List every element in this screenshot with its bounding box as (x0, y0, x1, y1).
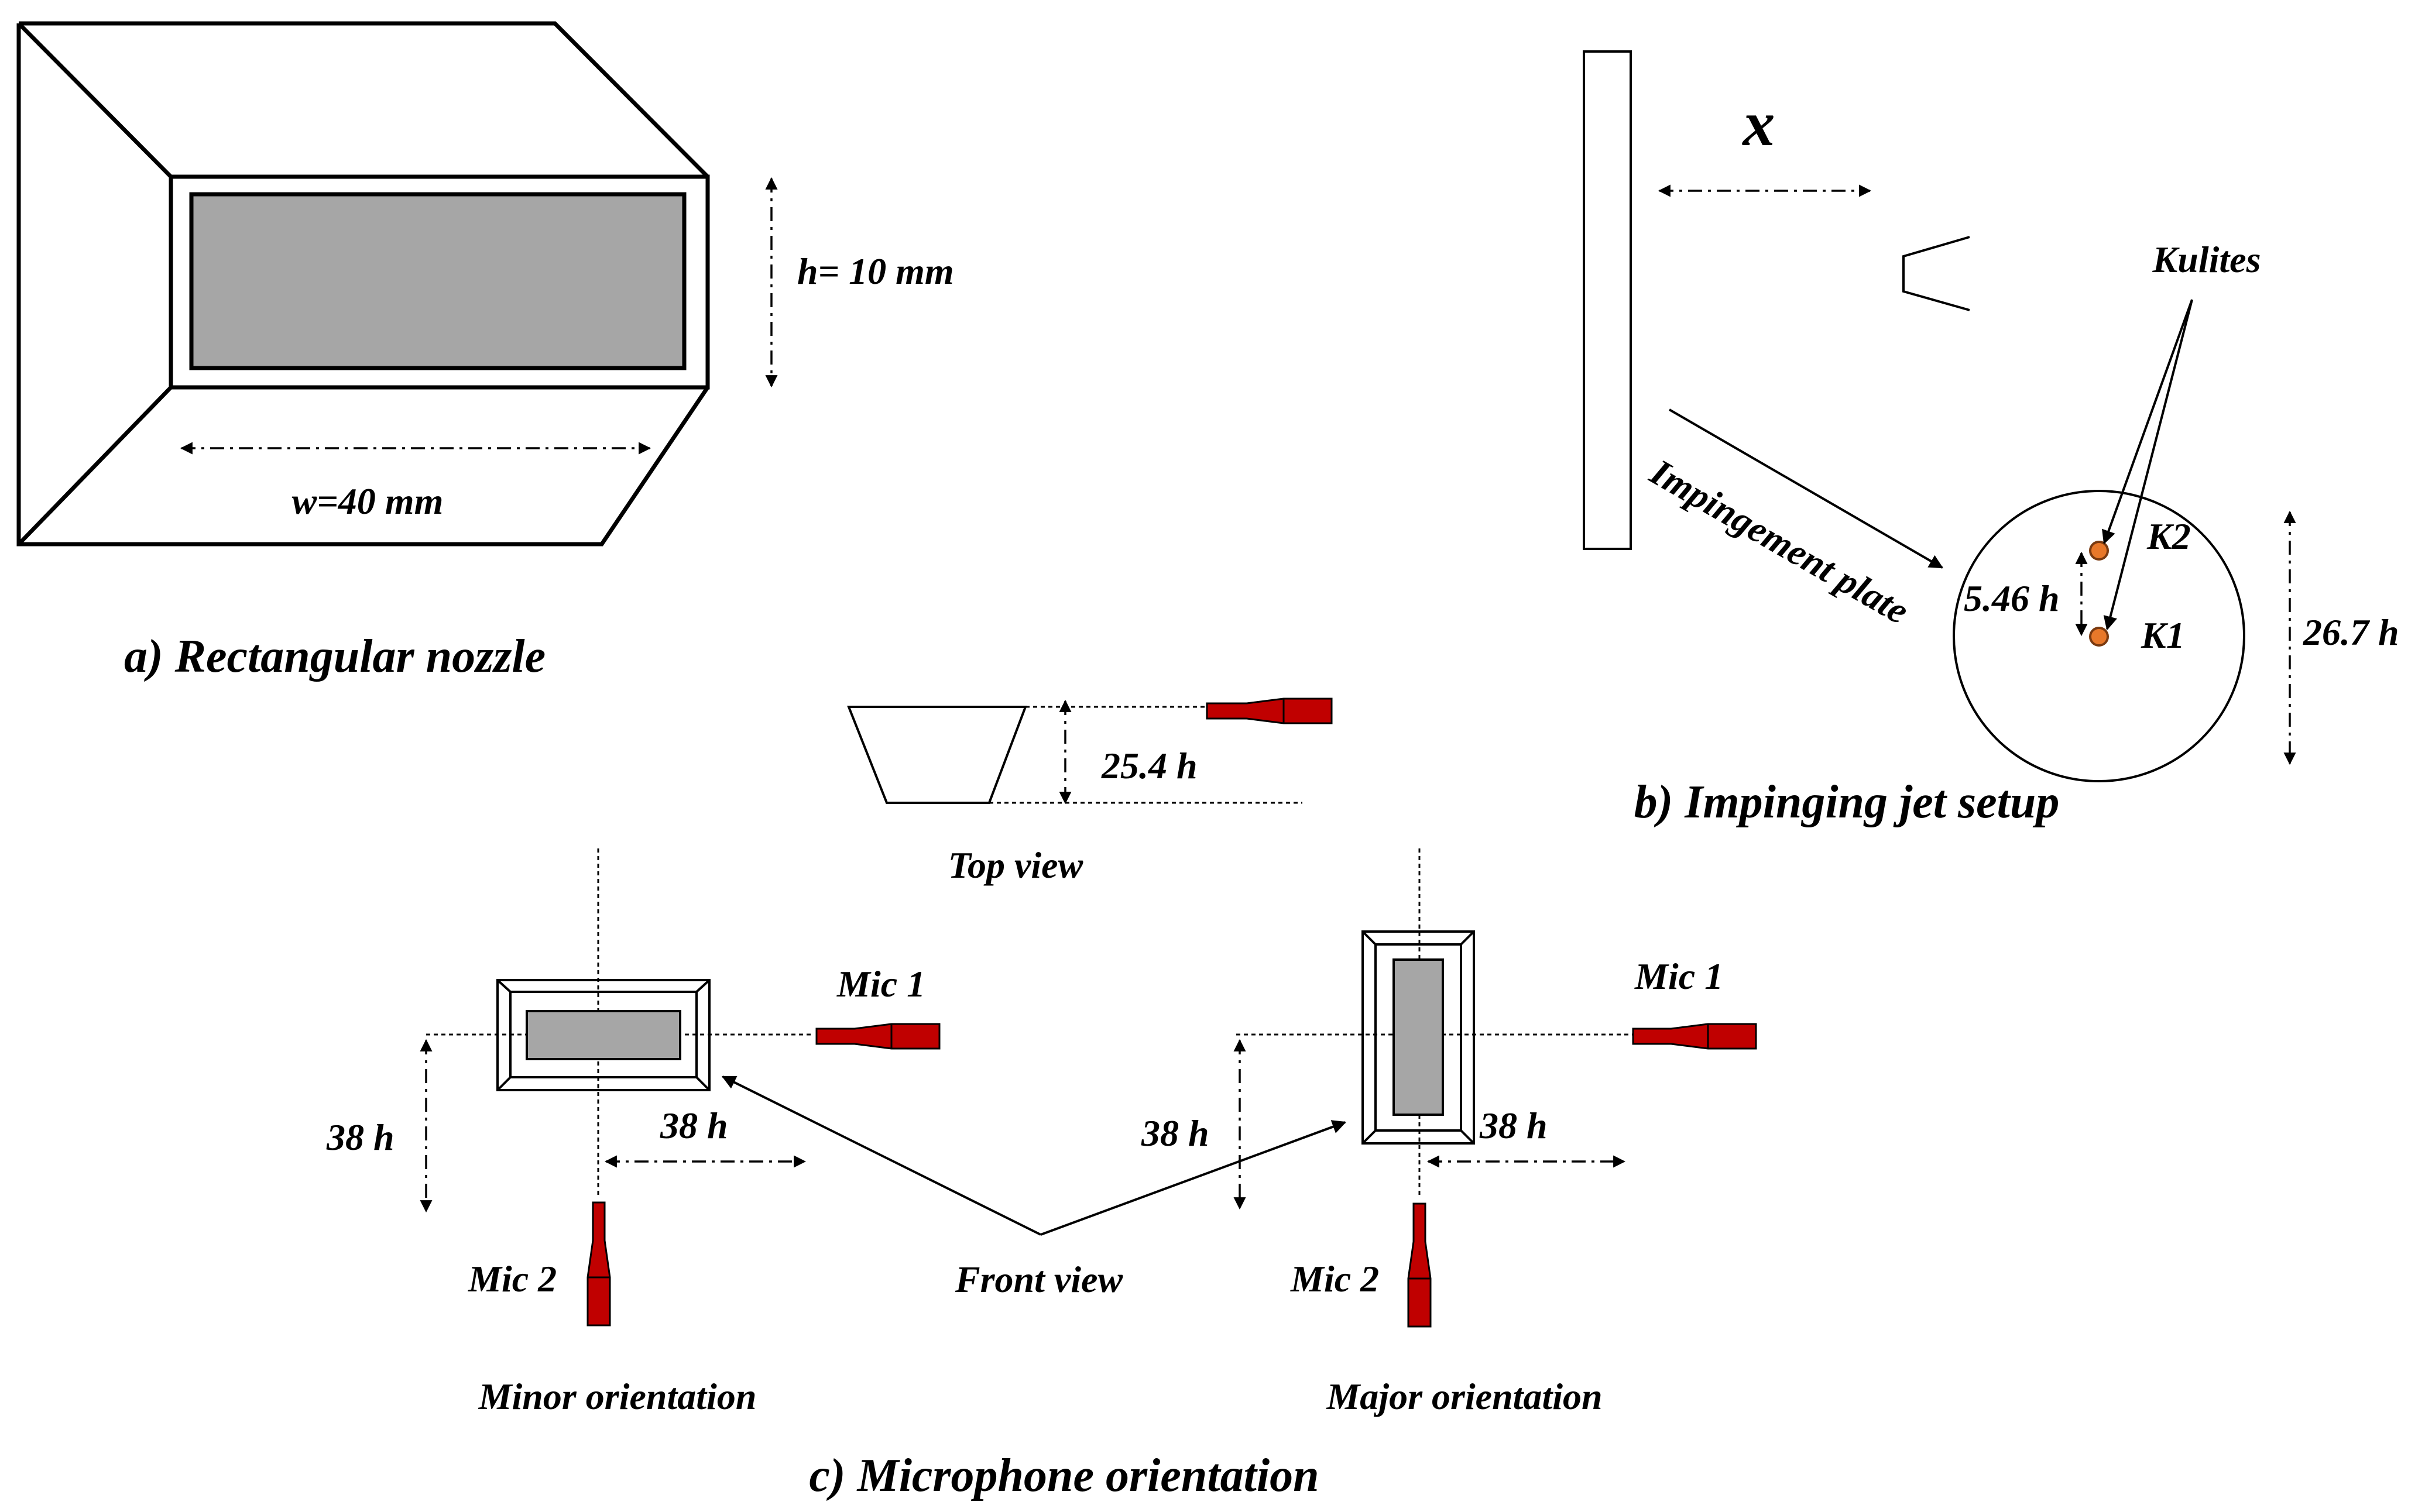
major-horizontal-distance-label: 38 h (1479, 1105, 1548, 1146)
sensor-spacing-label: 5.46 h (1964, 578, 2060, 619)
major-orientation-title: Major orientation (1326, 1376, 1602, 1417)
minor-orientation-title: Minor orientation (478, 1376, 757, 1417)
major-mic1-label: Mic 1 (1634, 956, 1723, 997)
minor-horizontal-distance-label: 38 h (660, 1105, 728, 1146)
caption-microphone-orientation: c) Microphone orientation (809, 1450, 1319, 1501)
minor-mic1 (815, 1023, 941, 1050)
impingement-plate-pointer (1668, 408, 1944, 569)
kulite-k2-sensor (2089, 541, 2109, 561)
kulites-label: Kulites (2152, 239, 2261, 280)
dimension-h-label: h= 10 mm (797, 250, 954, 292)
front-view-pointer-major (1040, 1120, 1347, 1236)
impingement-plate-side-view (1583, 50, 1632, 550)
impingement-plate-face (1953, 490, 2245, 782)
front-view-label: Front view (955, 1259, 1123, 1300)
kulites-pointer-k2 (2102, 299, 2193, 545)
nozzle-edge-bottom-left (17, 386, 173, 546)
major-mic1 (1632, 1023, 1757, 1050)
nozzle-top-view (847, 706, 1027, 804)
major-vertical-distance-label: 38 h (1141, 1112, 1209, 1154)
k2-label: K2 (2146, 516, 2191, 557)
top-view-microphone (1206, 697, 1333, 724)
kulites-pointer-k1 (2103, 299, 2193, 631)
kulite-k1-sensor (2089, 627, 2109, 647)
dimension-w-label: w=40 mm (292, 480, 444, 522)
caption-rectangular-nozzle: a) Rectangular nozzle (124, 631, 546, 682)
nozzle-side-profile (1902, 236, 1970, 311)
k1-label: K1 (2141, 614, 2185, 656)
nozzle-exit-opening (189, 192, 687, 370)
nozzle-edge-top-left (17, 22, 173, 178)
top-view-distance-label: 25.4 h (1101, 745, 1198, 786)
minor-mic2-label: Mic 2 (468, 1258, 557, 1300)
nozzle-exit-frame (169, 174, 710, 390)
minor-mic2 (586, 1201, 611, 1327)
rectangular-nozzle-drawing (16, 21, 710, 547)
top-view-label: Top view (948, 844, 1083, 886)
front-view-pointer-minor (721, 1075, 1041, 1236)
caption-impinging-jet-setup: b) Impinging jet setup (1634, 776, 2060, 828)
major-mic2-label: Mic 2 (1290, 1258, 1379, 1300)
impingement-plate-label: Impingement plate (1643, 451, 1916, 632)
minor-nozzle-front-view (496, 979, 711, 1091)
major-nozzle-front-view (1361, 930, 1475, 1145)
major-mic2 (1407, 1202, 1432, 1328)
minor-vertical-distance-label: 38 h (326, 1116, 395, 1158)
plate-diameter-label: 26.7 h (2303, 611, 2399, 653)
minor-mic1-label: Mic 1 (836, 963, 925, 1005)
dimension-x-label: x (1742, 88, 1775, 159)
